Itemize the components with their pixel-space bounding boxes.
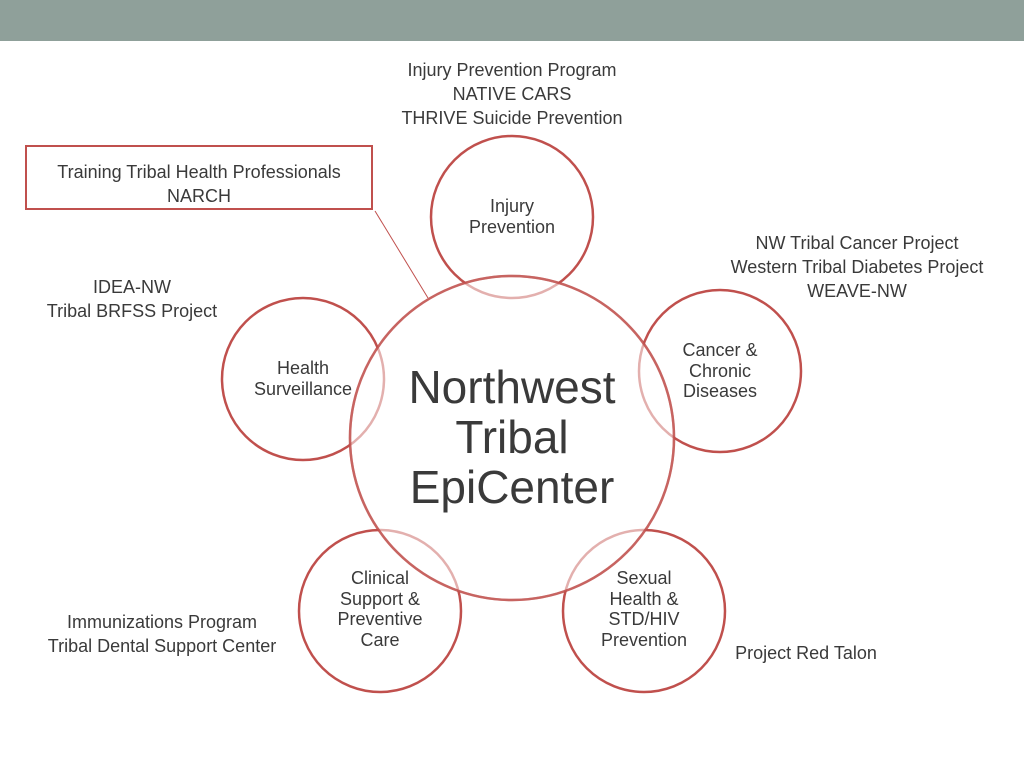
node-clinical-line-3: Preventive: [337, 609, 423, 629]
program-clinical-1: Immunizations Program: [66, 612, 258, 632]
center-title-line-2: Tribal: [455, 411, 569, 463]
programs-cancer: NW Tribal Cancer Project Western Tribal …: [707, 231, 1007, 303]
training-callout-box: Training Tribal Health Professionals NAR…: [25, 145, 373, 210]
node-label-clinical: Clinical Support & Preventive Care: [300, 568, 460, 650]
node-sexual-line-3: STD/HIV: [608, 609, 680, 629]
program-surveillance-2: Tribal BRFSS Project: [46, 301, 218, 321]
node-label-sexual-health: Sexual Health & STD/HIV Prevention: [564, 568, 724, 650]
callout-line-2: NARCH: [166, 186, 231, 206]
callout-line-1: Training Tribal Health Professionals: [57, 162, 341, 182]
center-title-line-1: Northwest: [408, 361, 616, 413]
center-circle-outline: [348, 274, 676, 602]
node-sexual-line-2: Health &: [609, 588, 679, 609]
node-surveillance-line-1: Health: [276, 358, 330, 378]
node-clinical-line-2: Support &: [339, 588, 421, 609]
program-injury-2: NATIVE CARS: [452, 84, 572, 104]
node-injury-line-2: Prevention: [468, 216, 556, 237]
center-title-line-3: EpiCenter: [409, 461, 615, 513]
program-clinical-2: Tribal Dental Support Center: [47, 636, 277, 656]
node-cancer-line-3: Diseases: [682, 381, 758, 401]
node-sexual-line-1: Sexual: [616, 568, 672, 588]
node-sexual-line-4: Prevention: [600, 629, 688, 650]
node-injury-line-1: Injury: [489, 196, 534, 216]
top-banner: [0, 0, 1024, 41]
node-clinical-line-4: Care: [360, 629, 400, 650]
programs-sexual-health: Project Red Talon: [706, 641, 906, 665]
callout-connector: [374, 210, 429, 299]
program-injury-3: THRIVE Suicide Prevention: [401, 108, 623, 128]
program-cancer-3: WEAVE-NW: [807, 281, 907, 301]
node-cancer-line-1: Cancer &: [682, 340, 758, 360]
program-surveillance-1: IDEA-NW: [93, 277, 171, 297]
program-cancer-1: NW Tribal Cancer Project: [755, 233, 959, 253]
program-cancer-2: Western Tribal Diabetes Project: [730, 257, 984, 277]
node-label-surveillance: Health Surveillance: [223, 358, 383, 399]
program-injury-1: Injury Prevention Program: [407, 60, 617, 80]
node-label-cancer: Cancer & Chronic Diseases: [640, 340, 800, 402]
program-sexual-1: Project Red Talon: [735, 643, 877, 663]
center-title: Northwest Tribal EpiCenter: [362, 362, 662, 512]
programs-clinical: Immunizations Program Tribal Dental Supp…: [22, 610, 302, 658]
node-label-injury: Injury Prevention: [432, 196, 592, 237]
node-cancer-line-2: Chronic: [688, 360, 752, 381]
programs-injury: Injury Prevention Program NATIVE CARS TH…: [362, 58, 662, 130]
node-clinical-line-1: Clinical: [350, 568, 410, 588]
programs-surveillance: IDEA-NW Tribal BRFSS Project: [22, 275, 242, 323]
node-surveillance-line-2: Surveillance: [253, 378, 353, 399]
